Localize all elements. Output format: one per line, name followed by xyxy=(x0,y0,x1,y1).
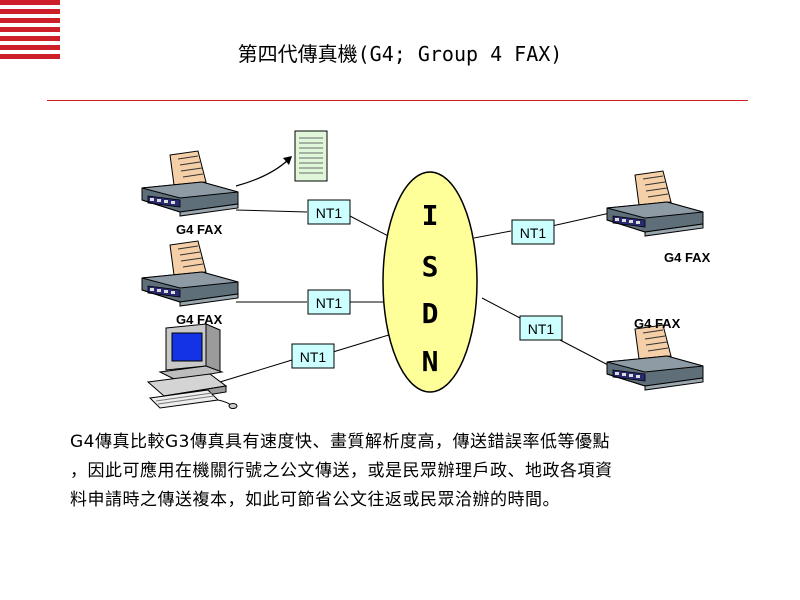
fax-device-label: G4 FAX xyxy=(176,312,223,327)
document-icon xyxy=(294,130,328,182)
nt1-label: NT1 xyxy=(300,349,327,365)
isdn-letter-i: I xyxy=(422,199,439,232)
isdn-network: I S D N xyxy=(382,171,478,393)
isdn-letter-d: D xyxy=(422,297,439,330)
fax-machine-icon xyxy=(606,170,704,237)
nt1-label: NT1 xyxy=(316,205,343,221)
computer-icon xyxy=(146,323,238,409)
page-title: 第四代傳真機(G4; Group 4 FAX) xyxy=(237,42,563,66)
nt1-box: NT1 xyxy=(511,219,555,245)
fax-machine-icon xyxy=(141,240,239,307)
fax-machine-icon xyxy=(606,324,704,391)
title-divider xyxy=(47,100,748,101)
isdn-letter-s: S xyxy=(422,250,439,283)
arrow-icon xyxy=(235,156,292,187)
fax-device-label: G4 FAX xyxy=(664,250,711,265)
stripes-logo xyxy=(0,0,60,66)
description-line: ，因此可應用在機關行號之公文傳送，或是民眾辦理戶政、地政各項資 xyxy=(70,461,613,481)
fax-device-label: G4 FAX xyxy=(176,222,223,237)
nt1-label: NT1 xyxy=(520,225,547,241)
description-line: G4傳真比較G3傳真具有速度快、畫質解析度高，傳送錯誤率低等優點 xyxy=(70,432,610,452)
fax-machine-icon xyxy=(141,150,239,217)
nt1-label: NT1 xyxy=(316,295,343,311)
nt1-label: NT1 xyxy=(528,321,555,337)
description-line: 料申請時之傳送複本，如此可節省公文往返或民眾洽辦的時間。 xyxy=(70,490,560,510)
description-text: G4傳真比較G3傳真具有速度快、畫質解析度高，傳送錯誤率低等優點 ，因此可應用在… xyxy=(70,428,770,515)
isdn-letter-n: N xyxy=(422,345,439,378)
fax-device-label: G4 FAX xyxy=(634,316,681,331)
nt1-box: NT1 xyxy=(307,199,351,225)
nt1-box: NT1 xyxy=(519,315,563,341)
nt1-box: NT1 xyxy=(291,343,335,369)
nt1-box: NT1 xyxy=(307,289,351,315)
connection-lines xyxy=(219,209,611,383)
